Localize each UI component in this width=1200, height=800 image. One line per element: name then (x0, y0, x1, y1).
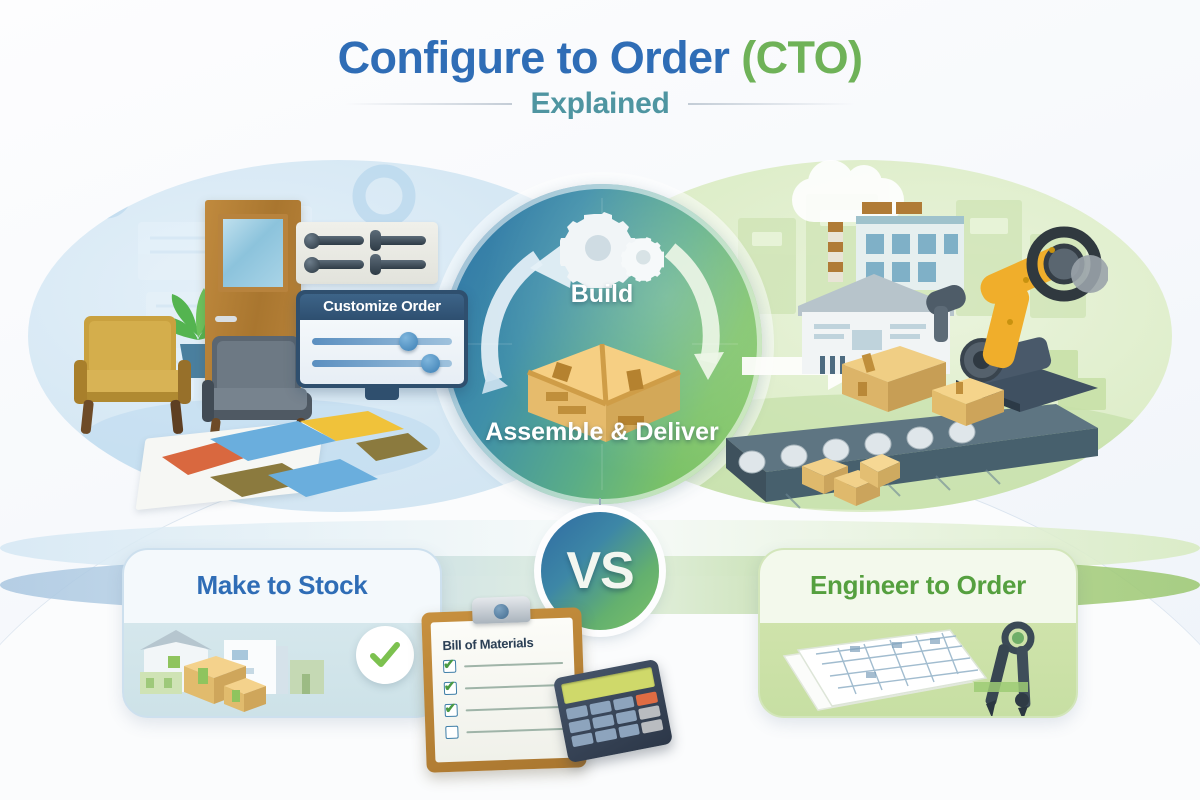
circle-label-assemble-deliver: Assemble & Deliver (485, 418, 719, 446)
slider-knob-1[interactable] (398, 331, 418, 351)
gear-small-icon (620, 237, 666, 282)
calc-key[interactable] (565, 705, 589, 720)
circle-to-vs-connector (599, 498, 601, 520)
calc-key-clear[interactable] (635, 691, 659, 707)
swatch-yellow (300, 411, 404, 441)
door-handle-sample-1 (308, 236, 364, 245)
door-glass-panel (218, 214, 288, 292)
swatch-blue-2 (268, 459, 378, 497)
monitor-screen (300, 320, 464, 384)
swatch-brown (356, 433, 428, 461)
handle-end-1 (370, 230, 381, 251)
cardboard-box-large (838, 338, 950, 421)
calc-key[interactable] (615, 709, 638, 725)
fabric-swatches (150, 405, 430, 520)
clipboard-title: Bill of Materials (442, 634, 534, 654)
door-knob-sample-1 (304, 233, 320, 249)
swatch-blue-1 (210, 421, 336, 461)
handle-end-2 (370, 254, 381, 275)
title-main: Configure to Order (337, 32, 730, 83)
bom-item-row[interactable] (444, 700, 565, 718)
cardboard-box-small (930, 372, 1008, 435)
bom-line-4 (466, 727, 566, 733)
calc-key[interactable] (594, 727, 617, 743)
swatch-orange (162, 441, 248, 475)
door-handle-sample-2 (308, 260, 364, 269)
configuration-slider-2[interactable] (312, 353, 452, 373)
robotic-arm (920, 218, 1109, 419)
warehouse-stock-illustration (140, 630, 324, 712)
monitor-body: Customize Order (296, 290, 468, 388)
cto-cycle-circle: Build Assemble & Deliver (430, 172, 774, 516)
bom-line-2 (464, 683, 564, 689)
panel-engineer-to-order[interactable]: Engineer to Order (758, 548, 1078, 718)
title-abbreviation: (CTO) (741, 32, 863, 83)
stacked-boxes-group (800, 448, 902, 515)
panel-title-engineer-to-order: Engineer to Order (810, 569, 1026, 600)
bom-line-1 (464, 661, 564, 667)
page-subtitle: Explained (530, 87, 670, 121)
monitor-stand (365, 388, 399, 400)
background-gear-icon (37, 164, 116, 212)
circle-label-build: Build (570, 280, 634, 308)
armchair-gold-option (66, 308, 200, 443)
door-handle (215, 316, 237, 322)
clipboard-clip (471, 596, 531, 625)
calc-key-equals[interactable] (638, 705, 661, 720)
bom-item-row[interactable] (445, 722, 566, 740)
panel-make-to-stock[interactable]: Make to Stock (122, 548, 442, 718)
drafting-compass-icon (985, 621, 1035, 716)
door-knob-sample-2 (304, 257, 320, 273)
make-to-stock-artwork (124, 620, 440, 716)
handle-bar-sample-1 (374, 236, 426, 245)
calc-key[interactable] (568, 718, 591, 734)
factory-smokestack (828, 222, 843, 282)
bom-item-row[interactable] (442, 656, 564, 674)
slider-knob-2[interactable] (421, 353, 441, 373)
bom-line-3 (465, 705, 565, 711)
product-package-box (524, 334, 684, 451)
calc-key-enter[interactable] (641, 718, 664, 734)
check-badge (356, 626, 414, 684)
rule-right (687, 103, 856, 106)
handle-bar-sample-2 (374, 260, 426, 269)
blueprint-illustration (782, 621, 1035, 716)
page-title: Configure to Order (CTO) (0, 34, 1200, 81)
calc-key[interactable] (591, 714, 615, 729)
calc-key[interactable] (589, 700, 612, 716)
gear-large-icon (558, 212, 638, 292)
hardware-samples-panel (296, 222, 438, 284)
subtitle-row: Explained (0, 87, 1200, 121)
header: Configure to Order (CTO) Explained (0, 34, 1200, 121)
smoke-cloud (792, 160, 904, 222)
gears-group (558, 210, 666, 293)
checkbox-checked-1[interactable] (442, 659, 457, 674)
bom-item-row[interactable] (443, 678, 564, 696)
calc-key[interactable] (617, 723, 641, 739)
circle-gradient-face: Build Assemble & Deliver (442, 184, 762, 504)
engineer-to-order-artwork (760, 620, 1076, 716)
monitor-title: Customize Order (300, 294, 464, 320)
armchair-gray-option (196, 330, 322, 459)
customize-order-monitor[interactable]: Customize Order (296, 290, 468, 400)
calc-key[interactable] (612, 695, 635, 711)
rule-left (344, 103, 513, 106)
checkbox-unchecked-4[interactable] (445, 725, 459, 740)
check-icon (370, 642, 400, 667)
calc-key[interactable] (571, 732, 594, 748)
panel-title-make-to-stock: Make to Stock (196, 569, 368, 600)
checkbox-checked-3[interactable] (444, 703, 458, 718)
configuration-slider-1[interactable] (312, 331, 452, 351)
checkbox-checked-2[interactable] (443, 681, 458, 696)
